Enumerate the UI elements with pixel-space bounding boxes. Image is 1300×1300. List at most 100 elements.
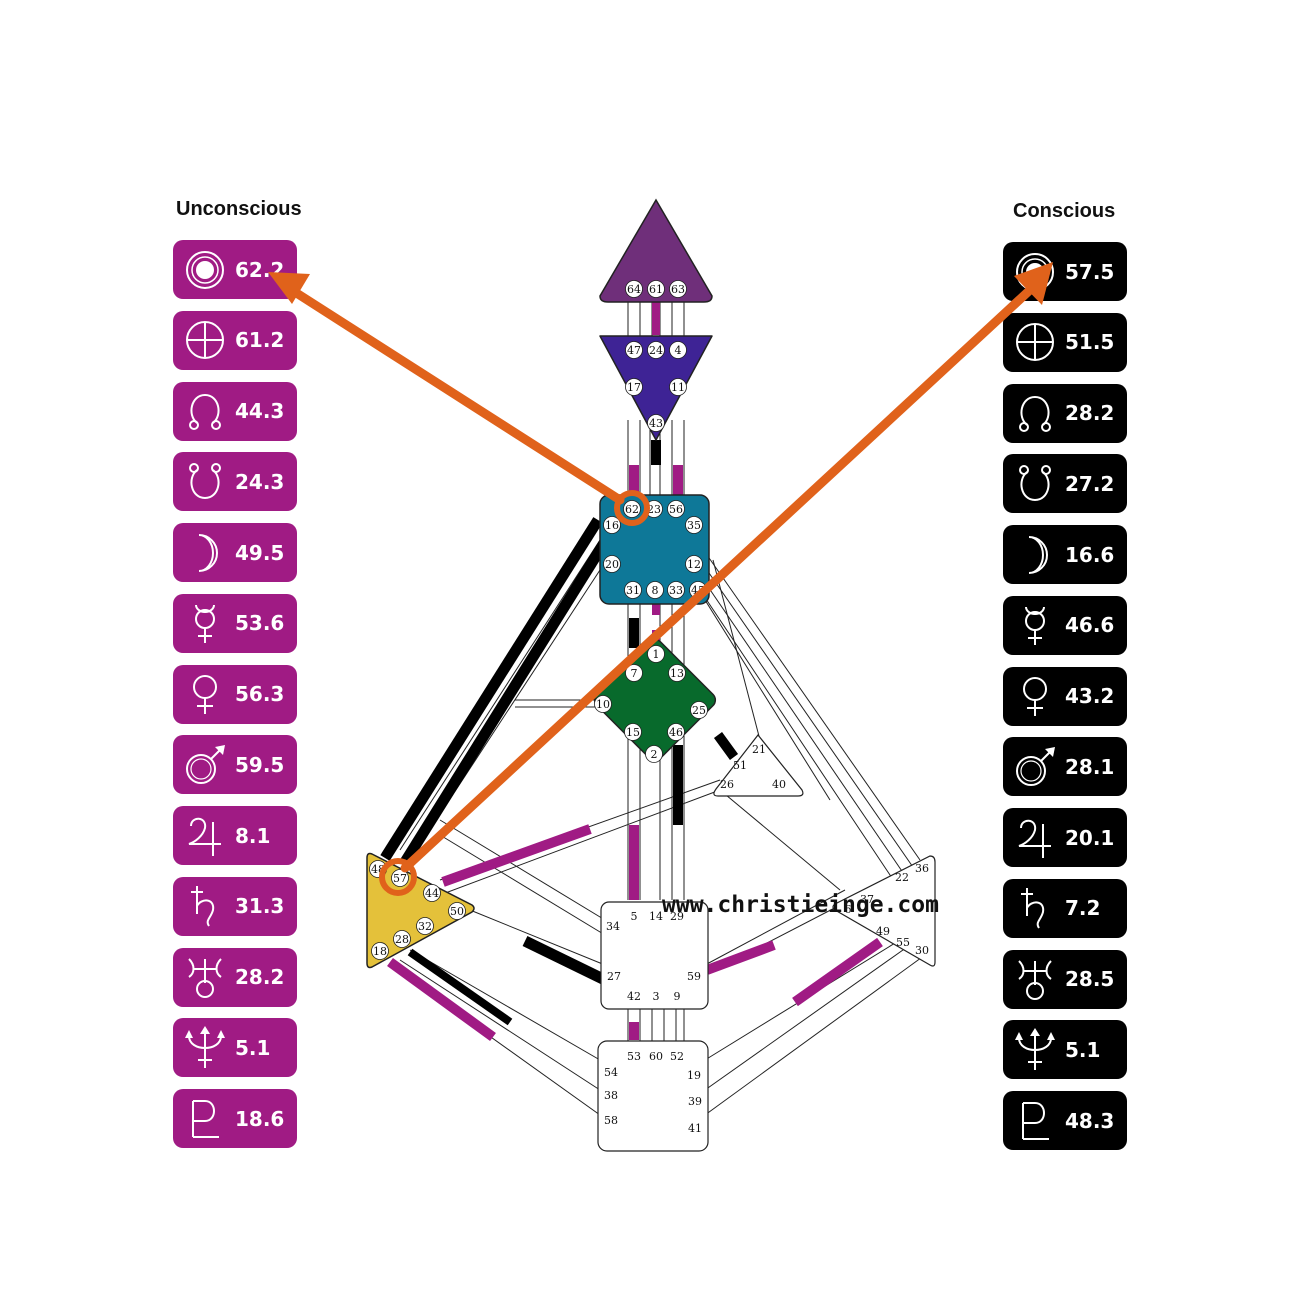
gate-21: 21	[752, 743, 766, 756]
unconscious-value: 5.1	[235, 1035, 271, 1060]
saturn-icon	[191, 886, 215, 927]
gate-31-dot	[624, 581, 642, 599]
moon-icon	[1028, 535, 1048, 574]
gate-35: 35	[687, 519, 701, 532]
gate-19: 19	[687, 1069, 701, 1082]
arrowhead-left	[268, 272, 310, 304]
conscious-value: 16.6	[1065, 542, 1115, 567]
gate-8: 8	[652, 584, 659, 597]
gate-43: 43	[649, 417, 663, 430]
mercury-icon	[1025, 607, 1045, 646]
gate-7: 7	[631, 667, 638, 680]
unconscious-pluto-row: 18.6	[173, 1089, 297, 1148]
gate-18: 18	[373, 945, 387, 958]
gate-36: 36	[915, 862, 929, 875]
arrow-57-to-conscious-sun	[400, 285, 1035, 873]
unconscious-uranus-row: 28.2	[173, 947, 297, 1007]
gate-14: 14	[649, 910, 663, 923]
gate-31: 31	[626, 584, 640, 597]
jupiter-icon	[1018, 819, 1051, 858]
gate-8-dot	[646, 581, 664, 599]
gate-39: 39	[688, 1095, 702, 1108]
gate-60: 60	[649, 1050, 663, 1063]
gate-33: 33	[669, 584, 683, 597]
south-node-icon	[1019, 464, 1051, 501]
gate-47-dot	[625, 341, 643, 359]
unconscious-value: 8.1	[235, 823, 271, 848]
gate-38: 38	[604, 1089, 618, 1102]
gate-15: 15	[626, 726, 640, 739]
conscious-earth-row: 51.5	[1003, 312, 1127, 372]
gate-52: 52	[670, 1050, 684, 1063]
gate-47: 47	[627, 344, 641, 357]
head-center	[599, 198, 713, 303]
gate-63-dot	[669, 280, 687, 298]
gate-24: 24	[649, 344, 663, 357]
gate-2-dot	[645, 745, 663, 763]
unconscious-value: 49.5	[235, 540, 285, 565]
gate-46-dot	[667, 723, 685, 741]
unconscious-venus-row: 56.3	[173, 664, 297, 724]
gate-5: 5	[631, 910, 638, 923]
gate-16: 16	[605, 519, 619, 532]
gate-12-dot	[685, 555, 703, 573]
south-node-icon	[189, 462, 221, 499]
gate-17-dot	[625, 378, 643, 396]
gate-50: 50	[450, 905, 464, 918]
mercury-icon	[195, 605, 215, 644]
unconscious-earth-row: 61.2	[173, 310, 297, 370]
arrow-62-to-unconscious-sun	[293, 289, 625, 505]
gate-41: 41	[688, 1122, 702, 1135]
gate-20: 20	[605, 558, 619, 571]
unconscious-north-node-row: 44.3	[173, 381, 297, 441]
gate-16-dot	[603, 516, 621, 534]
unconscious-value: 24.3	[235, 469, 285, 494]
unconscious-neptune-row: 5.1	[173, 1018, 297, 1078]
gate-13: 13	[670, 667, 684, 680]
sun-icon	[186, 250, 224, 289]
unconscious-value: 44.3	[235, 399, 285, 423]
gate-50-dot	[448, 902, 466, 920]
gate-23: 23	[647, 503, 661, 516]
gate-22: 22	[895, 871, 909, 884]
conscious-value: 27.2	[1065, 471, 1115, 496]
gate-10-dot	[594, 695, 612, 713]
unconscious-value: 59.5	[235, 752, 285, 777]
gate-4: 4	[675, 344, 682, 357]
uranus-icon	[1018, 960, 1052, 1000]
ego-center	[713, 734, 804, 797]
gate-18-dot	[371, 942, 389, 960]
gate-49: 49	[876, 925, 890, 938]
sacral-center	[600, 901, 709, 1010]
gate-29: 29	[670, 910, 684, 923]
jupiter-icon	[188, 817, 221, 856]
gate-26: 26	[720, 778, 734, 791]
unconscious-value: 31.3	[235, 894, 285, 919]
neptune-icon	[1015, 1027, 1055, 1070]
unconscious-mars-row: 59.5	[173, 735, 297, 795]
unconscious-mercury-row: 53.6	[173, 593, 297, 653]
conscious-north-node-row: 28.2	[1003, 383, 1127, 443]
conscious-value: 57.5	[1065, 259, 1115, 284]
gate-32-dot	[416, 917, 434, 935]
conscious-value: 28.1	[1065, 754, 1115, 779]
annotation-arrows	[268, 262, 1053, 896]
gate-25-dot	[690, 701, 708, 719]
unconscious-value: 56.3	[235, 682, 285, 706]
gate-34: 34	[606, 920, 620, 933]
gate-25: 25	[692, 704, 706, 717]
gate-59: 59	[687, 970, 701, 983]
unconscious-value: 28.2	[235, 965, 285, 989]
gate-61: 61	[649, 283, 663, 296]
uranus-icon	[188, 958, 222, 998]
conscious-value: 20.1	[1065, 825, 1115, 850]
arrowhead-right	[1014, 262, 1053, 305]
conscious-uranus-row: 28.5	[1003, 949, 1127, 1009]
north-node-icon	[1019, 395, 1051, 432]
mars-icon	[1016, 746, 1055, 786]
gate-24-dot	[647, 341, 665, 359]
gate-54: 54	[604, 1066, 618, 1079]
gate-7-dot	[625, 664, 643, 682]
north-node-icon	[189, 393, 221, 430]
